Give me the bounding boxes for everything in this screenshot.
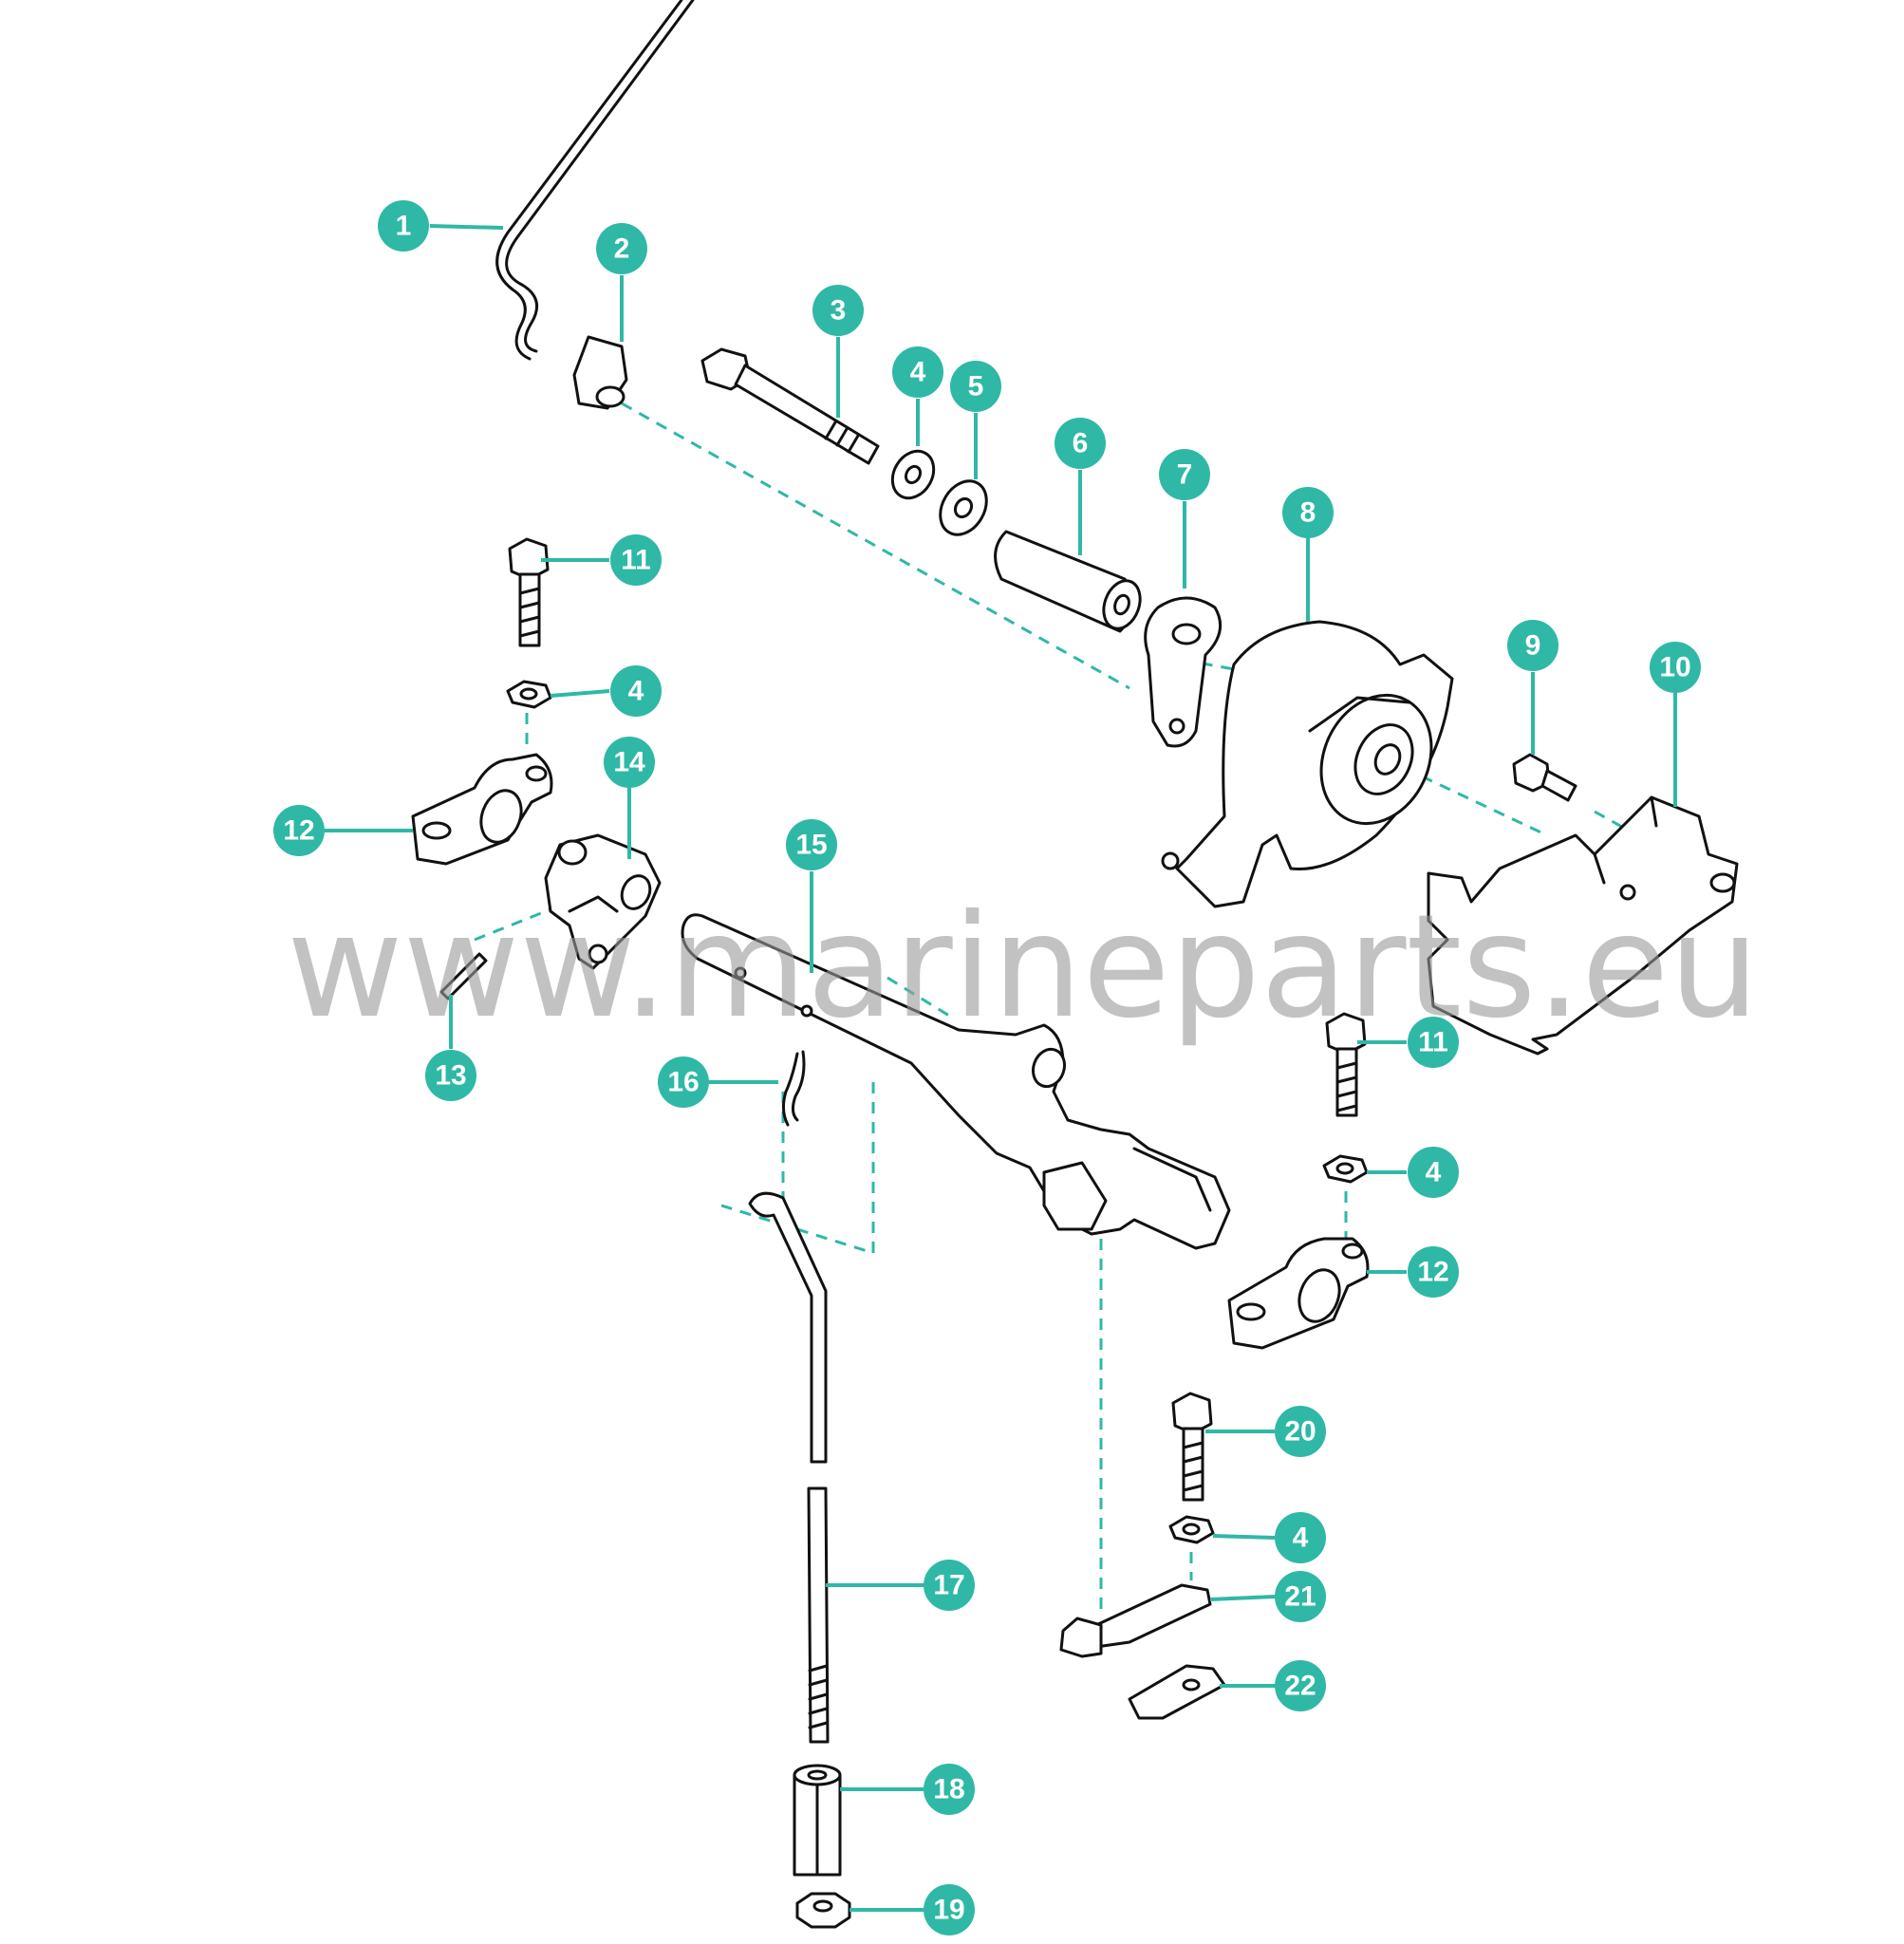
svg-text:4: 4 [628,676,644,707]
callout-8[interactable]: 8 [1282,487,1334,538]
svg-text:12: 12 [283,815,314,847]
part-14-link [544,833,662,970]
svg-text:11: 11 [1418,1027,1448,1058]
part-4-washer-bottom [1168,1515,1215,1544]
part-12-clamp-left [411,753,553,866]
svg-text:12: 12 [1417,1257,1448,1288]
callout-4[interactable]: 4 [892,346,943,398]
callout-13[interactable]: 13 [425,1050,476,1101]
part-22-plate [1128,1664,1226,1720]
svg-text:19: 19 [933,1895,964,1926]
callout-17[interactable]: 17 [924,1560,975,1611]
svg-text:7: 7 [1177,459,1193,491]
part-21-plate [1059,1583,1212,1658]
watermark: www.marineparts.eu [287,885,1760,1050]
callout-11-left[interactable]: 11 [610,534,662,586]
callout-18[interactable]: 18 [924,1764,975,1815]
part-11-bolt-right [1325,1012,1367,1117]
part-10-bracket [1427,795,1739,1056]
part-20-bolt [1171,1392,1213,1502]
part-8-cam [1161,620,1454,908]
part-6-bushing [994,530,1142,633]
svg-text:4: 4 [1426,1157,1442,1188]
svg-text:22: 22 [1284,1671,1316,1702]
svg-text:20: 20 [1284,1416,1316,1448]
part-4-washer-top [890,449,936,500]
callout-4-right[interactable]: 4 [1408,1147,1459,1198]
part-4-washer-right [1322,1154,1369,1184]
svg-text:10: 10 [1659,652,1690,683]
part-1-rod [495,0,695,361]
callout-22[interactable]: 22 [1275,1660,1326,1711]
part-5-washer [939,479,988,536]
svg-text:16: 16 [667,1067,699,1098]
callout-2[interactable]: 2 [596,223,647,274]
part-11-bolt-left [508,537,550,647]
svg-text:21: 21 [1284,1581,1316,1613]
part-13-pin [439,952,488,1000]
callout-21[interactable]: 21 [1275,1571,1326,1622]
svg-text:1: 1 [396,211,412,242]
callout-10[interactable]: 10 [1650,642,1701,693]
part-17-rod [748,1191,830,1744]
callout-14[interactable]: 14 [604,737,655,788]
svg-text:15: 15 [795,830,827,861]
part-4-washer-left [506,680,552,709]
svg-text:9: 9 [1525,630,1541,662]
callout-3[interactable]: 3 [812,285,864,336]
callout-7[interactable]: 7 [1159,449,1210,500]
svg-text:11: 11 [621,545,651,576]
callout-20[interactable]: 20 [1275,1406,1326,1457]
callout-9[interactable]: 9 [1507,620,1559,671]
assembly-guide-lines [474,402,1638,1609]
callout-16[interactable]: 16 [658,1056,709,1108]
svg-text:4: 4 [910,357,926,388]
svg-text:18: 18 [933,1774,964,1805]
svg-text:8: 8 [1300,497,1316,529]
svg-text:17: 17 [933,1570,964,1601]
part-7-lever [1144,596,1223,748]
callout-6[interactable]: 6 [1055,418,1106,469]
part-12-clamp-right [1227,1237,1370,1350]
part-15-shaft [681,913,1231,1250]
svg-text:13: 13 [435,1060,466,1092]
svg-text:3: 3 [831,295,847,327]
svg-text:14: 14 [613,747,645,778]
callout-4-left[interactable]: 4 [610,665,662,717]
callout-1[interactable]: 1 [378,200,429,252]
part-16-cotter-pin [781,1050,806,1127]
callout-12-left[interactable]: 12 [273,805,325,856]
callout-4-bottom[interactable]: 4 [1275,1512,1326,1563]
callout-15[interactable]: 15 [786,819,837,870]
svg-text:6: 6 [1073,428,1089,459]
callout-5[interactable]: 5 [950,361,1001,412]
part-3-bolt [700,347,880,465]
svg-text:2: 2 [614,234,630,265]
part-9-bolt [1512,753,1577,802]
svg-text:4: 4 [1293,1523,1309,1554]
part-18-coupling [793,1764,842,1877]
callout-11-right[interactable]: 11 [1408,1017,1459,1068]
svg-text:5: 5 [968,371,984,402]
part-19-nut [795,1892,851,1929]
part-2-joint [572,335,628,410]
callout-12-right[interactable]: 12 [1408,1246,1459,1298]
leader-lines [325,224,1677,1912]
callouts: 1 2 3 4 5 6 7 8 9 10 11 4 14 12 15 13 16… [273,200,1701,1935]
callout-19[interactable]: 19 [924,1884,975,1935]
